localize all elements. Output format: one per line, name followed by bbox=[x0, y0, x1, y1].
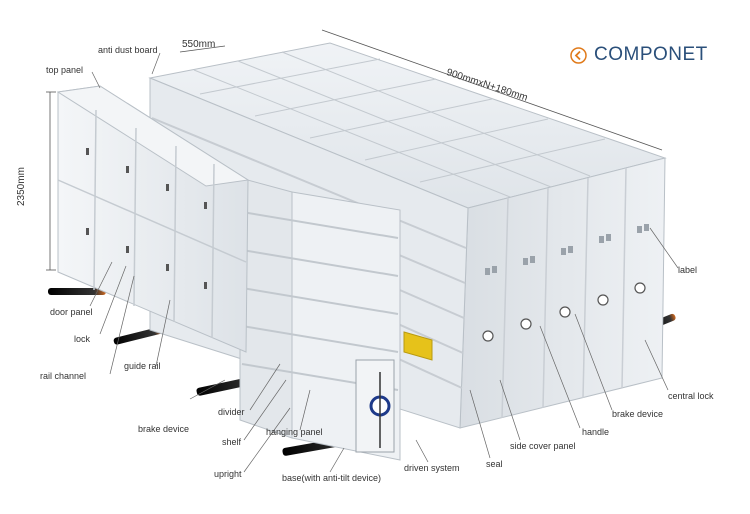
label-label: label bbox=[678, 265, 698, 275]
label-guide-rail: guide rail bbox=[124, 361, 161, 371]
label-side-cover-panel: side cover panel bbox=[510, 441, 576, 451]
label-hanging-panel: hanging panel bbox=[266, 427, 323, 437]
handle-icon bbox=[634, 282, 646, 294]
rail bbox=[48, 288, 106, 295]
label-brake-device-right: brake device bbox=[612, 409, 664, 419]
depth-dimension: 550mm bbox=[182, 39, 216, 50]
dimension-lines bbox=[46, 29, 663, 271]
label-brake-device-left: brake device bbox=[138, 424, 190, 434]
label-lock: lock bbox=[74, 334, 91, 344]
label-divider: divider bbox=[218, 407, 245, 417]
height-dimension: 2350mm bbox=[16, 167, 27, 206]
open-unit bbox=[239, 177, 401, 461]
label-central-lock: central lock bbox=[668, 391, 714, 401]
handle-icon bbox=[520, 318, 532, 330]
door-cabinet bbox=[56, 85, 250, 353]
label-driven-system: driven system bbox=[404, 463, 460, 473]
label-shelf: shelf bbox=[222, 437, 242, 447]
brand-arrow-icon bbox=[570, 46, 587, 64]
handle-icon bbox=[482, 330, 494, 342]
handle-icon bbox=[597, 294, 609, 306]
label-handle: handle bbox=[582, 427, 610, 437]
brand-logo: COMPONET bbox=[570, 44, 708, 66]
label-upright: upright bbox=[214, 469, 242, 479]
label-door-panel: door panel bbox=[50, 307, 93, 317]
label-rail-channel: rail channel bbox=[40, 371, 87, 381]
leader-lines bbox=[89, 52, 679, 473]
label-top-panel: top panel bbox=[46, 65, 84, 75]
label-base: base(with anti-tilt device) bbox=[282, 473, 382, 483]
label-anti-dust-board: anti dust board bbox=[98, 45, 158, 55]
brand-name: COMPONET bbox=[594, 44, 708, 65]
storage-box bbox=[403, 331, 433, 361]
handle-icon bbox=[559, 306, 571, 318]
label-seal: seal bbox=[486, 459, 503, 469]
